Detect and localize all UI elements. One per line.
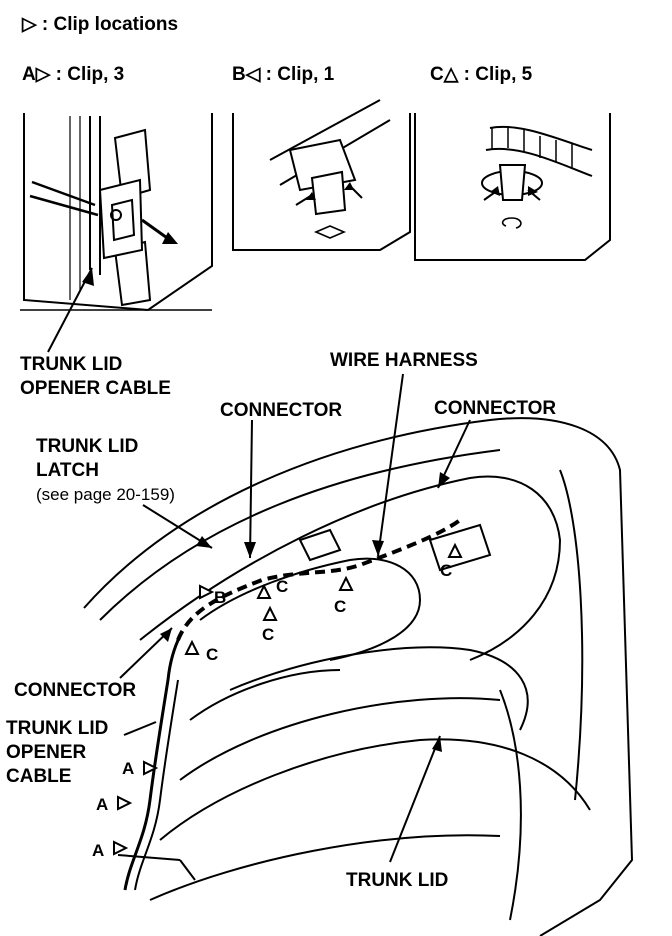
- clip-c-marker-5: [184, 639, 200, 655]
- clip-c-marker-2: [262, 605, 278, 621]
- leader-arrowheads: [82, 268, 450, 752]
- label-wire-harness: WIRE HARNESS: [330, 350, 478, 371]
- detail-clip-a: [20, 113, 213, 312]
- clip-a-marker-1: [143, 760, 159, 776]
- opener-cable-lower: [117, 631, 196, 891]
- clip-b-marker: [199, 584, 215, 600]
- label-opener-cable-top-line1: TRUNK LID: [20, 354, 122, 375]
- clip-c-marker-4: [447, 542, 463, 558]
- label-latch-ref: (see page 20-159): [36, 485, 175, 504]
- label-trunk-lid: TRUNK LID: [346, 870, 448, 891]
- trunk-lid-body: [83, 417, 634, 936]
- label-opener-cable-left-line1: TRUNK LID: [6, 718, 108, 739]
- clip-c-marker-1: [256, 583, 272, 599]
- clip-a-marker-2: [117, 795, 133, 811]
- label-connector-right: CONNECTOR: [434, 398, 556, 419]
- legend-clip-a: A▷ : Clip, 3: [22, 64, 124, 85]
- legend-clip-c: C△ : Clip, 5: [430, 64, 533, 85]
- clip-a-marker-3: [113, 840, 129, 856]
- label-connector-left: CONNECTOR: [14, 680, 136, 701]
- detail-clip-b: [232, 99, 411, 251]
- label-opener-cable-top-line2: OPENER CABLE: [20, 378, 171, 399]
- clip-c-marker-3: [338, 575, 354, 591]
- clip-markers: [113, 542, 463, 856]
- marker-letter-a-3: A: [92, 841, 104, 860]
- label-opener-cable-left-line2: OPENER: [6, 742, 87, 763]
- marker-letter-c-1: C: [276, 577, 288, 596]
- marker-letter-c-4: C: [440, 561, 452, 580]
- label-connector-mid: CONNECTOR: [220, 400, 342, 421]
- marker-letter-c-5: C: [206, 645, 218, 664]
- label-latch-line1: TRUNK LID: [36, 436, 138, 457]
- detail-clip-c: [414, 113, 611, 261]
- label-opener-cable-left-line3: CABLE: [6, 766, 71, 787]
- marker-letter-c-2: C: [262, 625, 274, 644]
- marker-letter-b: B: [214, 588, 226, 607]
- wire-harness-path: [176, 518, 462, 641]
- legend-clip-b: B◁ : Clip, 1: [232, 64, 335, 85]
- marker-letter-a-1: A: [122, 759, 134, 778]
- label-latch-line2: LATCH: [36, 460, 99, 481]
- marker-letter-a-2: A: [96, 795, 108, 814]
- legend-title: ▷ : Clip locations: [21, 14, 178, 35]
- marker-letter-c-3: C: [334, 597, 346, 616]
